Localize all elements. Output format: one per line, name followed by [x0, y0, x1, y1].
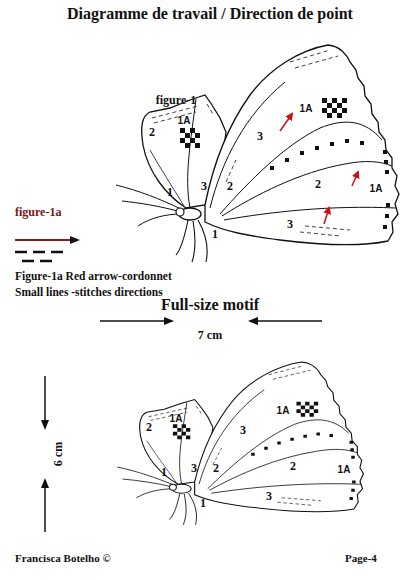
figure-label: figure-1a: [15, 205, 61, 220]
callout-number: 1: [200, 496, 206, 511]
callout-number: 1A: [277, 405, 290, 416]
page-title: Diagramme de travail / Direction de poin…: [50, 4, 370, 24]
cordonnet-sample-arrow: [15, 239, 78, 241]
callout-number: 3: [266, 489, 272, 504]
callout-number: 2: [290, 459, 296, 474]
callout-number: 2: [315, 177, 321, 192]
callout-number: 3: [257, 129, 263, 144]
callout-number: 1A: [370, 183, 383, 194]
butterfly-figure-1: [116, 45, 399, 262]
dimension-arrow: [44, 480, 46, 532]
callout-number: 1: [167, 185, 173, 200]
legend-note: Figure-1a Red arrow-cordonnet: [15, 270, 172, 282]
page-number: Page-4: [345, 552, 377, 564]
dimension-label: 6 cm: [51, 442, 66, 466]
callout-number: 3: [240, 423, 246, 438]
section-heading: Full-size motif: [161, 296, 259, 314]
callout-number: 1A: [338, 464, 351, 475]
stitch-sample-dashes: [15, 252, 63, 261]
callout-number: 1A: [170, 413, 183, 424]
callout-number: 3: [287, 217, 293, 232]
dimension-label: 7 cm: [198, 328, 222, 343]
callout-number: 3: [201, 179, 207, 194]
dimension-arrow: [44, 376, 46, 428]
callout-number: 3: [191, 461, 197, 476]
dimension-arrow: [100, 320, 172, 322]
callout-number: 1: [212, 227, 218, 242]
legend-note: Small lines -stitches directions: [15, 286, 163, 298]
callout-number: 2: [213, 461, 219, 476]
cordonnet-arrow: [352, 172, 358, 186]
dimension-arrow: [250, 320, 322, 322]
callout-number: 1A: [300, 103, 313, 114]
callout-number: 2: [149, 125, 155, 140]
callout-number: 2: [146, 420, 152, 435]
cordonnet-arrow: [280, 114, 292, 131]
figure-label: figure-1: [156, 93, 196, 108]
footer-text: Francisca Botelho ©: [15, 552, 111, 564]
callout-number: 2: [227, 179, 233, 194]
butterfly-full-size: [117, 362, 363, 525]
callout-number: 1: [161, 465, 167, 480]
cordonnet-arrow: [324, 208, 329, 224]
callout-number: 1A: [178, 115, 191, 126]
